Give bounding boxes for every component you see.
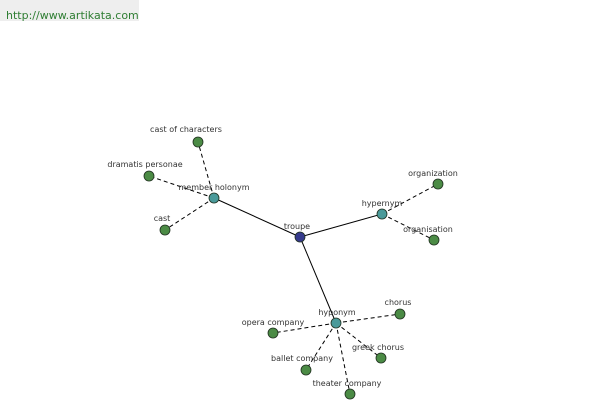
node-label-troupe[interactable]: troupe [284, 222, 310, 231]
node-hypernym[interactable] [376, 208, 388, 220]
node-organisation[interactable] [428, 234, 440, 246]
node-chorus[interactable] [394, 308, 406, 320]
node-ballet-company[interactable] [300, 364, 312, 376]
node-label-cast[interactable]: cast [154, 214, 171, 223]
edge-hyponym-to-ballet-company [305, 322, 337, 371]
node-opera-company[interactable] [267, 327, 279, 339]
edges-layer [148, 141, 439, 395]
edge-hypernym-to-organization [381, 183, 439, 215]
edge-hyponym-to-chorus [335, 313, 401, 324]
node-organization[interactable] [432, 178, 444, 190]
node-member-holonym[interactable] [208, 192, 220, 204]
node-dramatis-personae[interactable] [143, 170, 155, 182]
node-label-chorus[interactable]: chorus [385, 298, 412, 307]
node-greek-chorus[interactable] [375, 352, 387, 364]
node-label-hyponym[interactable]: hyponym [318, 308, 356, 317]
node-label-cast-of-characters[interactable]: cast of characters [150, 125, 222, 134]
node-theater-company[interactable] [344, 388, 356, 400]
node-label-hypernym[interactable]: hypernym [362, 199, 403, 208]
node-label-dramatis-personae[interactable]: dramatis personae [107, 160, 182, 169]
url-banner: http://www.artikata.com [0, 0, 139, 22]
edge-troupe-to-hypernym [299, 213, 383, 238]
node-label-greek-chorus[interactable]: greek chorus [352, 343, 404, 352]
node-cast-of-characters[interactable] [192, 136, 204, 148]
edge-troupe-to-hyponym [299, 236, 337, 324]
edge-hypernym-to-organisation [381, 213, 435, 241]
site-url-link[interactable]: http://www.artikata.com [6, 9, 139, 22]
node-label-theater-company[interactable]: theater company [313, 379, 382, 388]
node-hyponym[interactable] [330, 317, 342, 329]
node-label-organization[interactable]: organization [408, 169, 458, 178]
edge-member-holonym-to-cast-of-characters [197, 141, 215, 199]
edge-hyponym-to-theater-company [335, 322, 351, 395]
node-label-member-holonym[interactable]: member holonym [178, 183, 249, 192]
node-label-organisation[interactable]: organisation [403, 225, 453, 234]
edge-hyponym-to-opera-company [272, 322, 337, 334]
edge-member-holonym-to-dramatis-personae [148, 175, 215, 199]
edge-hyponym-to-greek-chorus [335, 322, 382, 359]
labels-layer: troupe member holonym hypernym hyponym cast … [107, 125, 458, 388]
edge-member-holonym-to-cast [164, 197, 215, 231]
nodes-layer [143, 136, 444, 400]
node-troupe[interactable] [294, 231, 306, 243]
node-label-ballet-company[interactable]: ballet company [271, 354, 333, 363]
node-cast[interactable] [159, 224, 171, 236]
node-label-opera-company[interactable]: opera company [242, 318, 305, 327]
edge-troupe-to-member-holonym [213, 197, 301, 238]
